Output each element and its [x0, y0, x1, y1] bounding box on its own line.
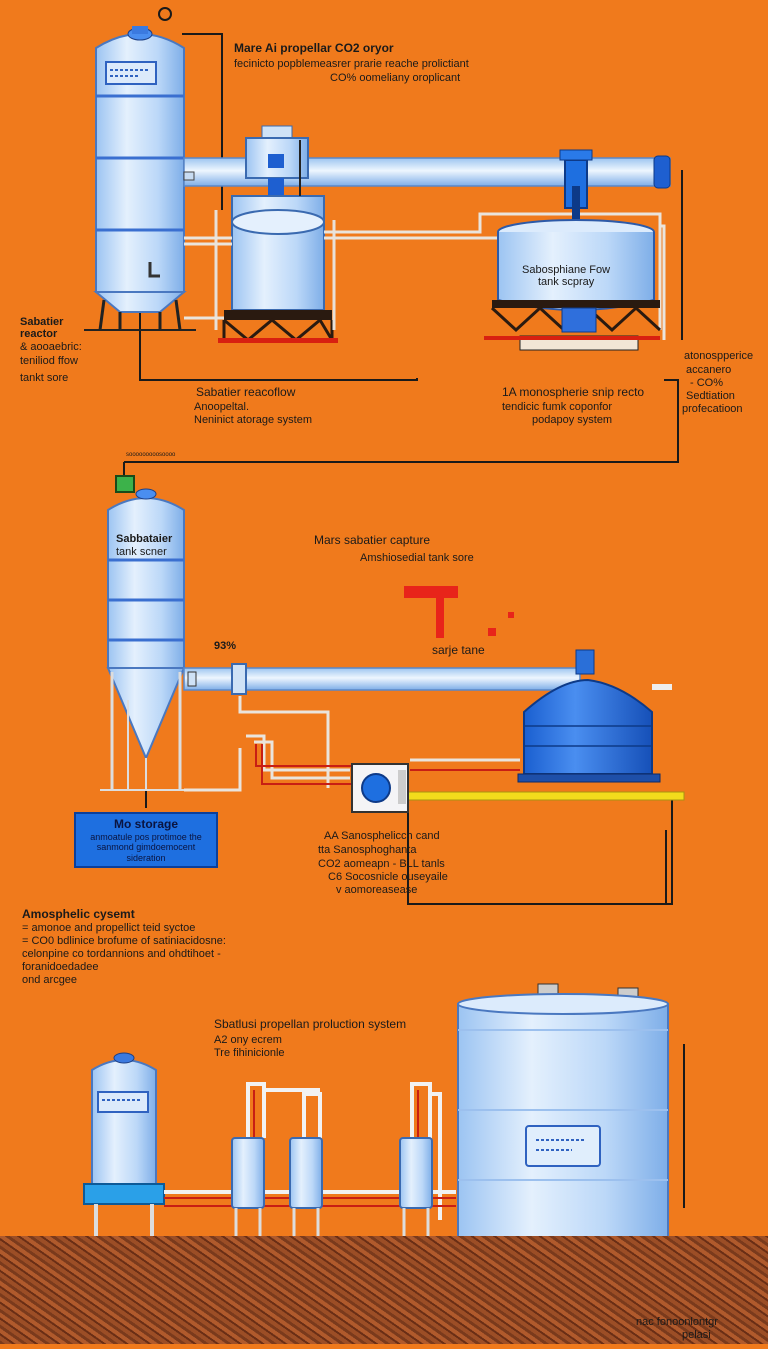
production-sub-2: Tre fihinicionle: [214, 1047, 285, 1059]
atmospheric-title: Amosphelic cysemt: [22, 907, 135, 921]
bottom-label-1: nac fonoonlontgr: [636, 1316, 718, 1328]
sabatier-reactor-vessel: [214, 125, 338, 343]
mid-transfer-pipe: [183, 649, 595, 695]
center-label-5: v aomoreasease: [336, 884, 418, 896]
left-label-3: & aooaebric:: [20, 341, 82, 353]
center-label-1: AA Sanosphelicch cand: [324, 830, 440, 842]
storage-box-line-2: sanmond gimdoemocent: [96, 842, 196, 852]
flow-tank-label-2: tank scpray: [538, 276, 595, 288]
signal-lines-mid: [123, 462, 673, 905]
production-title: Sbatlusi propellan proluction system: [214, 1017, 407, 1031]
reactor-label-2: Anoopeltal.: [194, 401, 250, 413]
tall-storage-tank-1: [84, 26, 196, 331]
top-subtitle-2: CO% oomeliany oroplicant: [330, 72, 461, 84]
right-label-2: accanero: [686, 364, 732, 376]
storage-box-line-3: sideration: [126, 853, 166, 863]
reactor-label-3: Neninict atorage system: [194, 414, 312, 426]
red-indicator: [404, 586, 514, 638]
atmospheric-line-2: = CO0 bdlinice brofume of satiniacidosne…: [22, 935, 226, 947]
atmospheric-line-4: foranidoedadee: [22, 961, 99, 973]
ground-soil: [0, 1236, 768, 1344]
valve-icon: [115, 475, 135, 493]
sabatier-flow-tank: [484, 149, 662, 351]
system-label-2: tendicic fumk coponfor: [502, 401, 613, 413]
tall-storage-tank-2: [100, 488, 192, 791]
capture-subtitle: Amshiosedial tank sore: [360, 552, 474, 564]
top-title: Mare Ai propellar CO2 oryor: [234, 41, 394, 55]
capture-title: Mars sabatier capture: [314, 533, 431, 547]
center-label-3: CO2 aomeapn - BLL tanls: [318, 858, 445, 870]
small-storage-tank-3: [83, 1052, 165, 1236]
left-label-5: tankt sore: [20, 372, 69, 384]
red-feed-pipes: [255, 744, 520, 785]
left-label-2: reactor: [20, 328, 58, 340]
capture-tank-blue: [517, 678, 672, 783]
percent-readout: 93%: [214, 640, 237, 652]
storage-box-line-1: anmoatule pos protimoe the: [90, 832, 202, 842]
atmospheric-line-3: celonpine co tordannions and ohdtihoet -: [22, 948, 221, 960]
storage-info-box: Mo storage anmoatule pos protimoe the sa…: [74, 812, 218, 868]
pump-icon: [351, 763, 409, 813]
bottom-label-2: pelasi: [682, 1329, 711, 1341]
left-label-4: teniliod ffow: [20, 355, 78, 367]
right-label-4: Sedtiation: [686, 390, 735, 402]
production-sub-1: A2 ony ecrem: [214, 1034, 282, 1046]
storage-box-title: Mo storage: [113, 817, 178, 831]
yellow-pipe: [407, 791, 685, 801]
right-label-3: - CO%: [690, 377, 723, 389]
right-label-1: atonospperice: [684, 350, 754, 362]
atmospheric-line-5: ond arcgee: [22, 974, 78, 986]
system-label-3: podapoy system: [532, 414, 613, 426]
right-label-5: profecatioon: [682, 403, 743, 415]
large-propellant-tank: [457, 983, 685, 1301]
reactor-column-3: [399, 1137, 433, 1236]
tiny-tag: sooooooooosoooo: [126, 452, 176, 458]
reactor-column-1: [231, 1137, 265, 1236]
connecting-pipes-top: [184, 212, 666, 340]
signal-lines-top: [124, 33, 683, 463]
atmospheric-line-1: = amonoe and propellict teid syctoe: [22, 922, 196, 934]
pressure-gauge-icon: [158, 7, 172, 21]
top-subtitle-1: fecinicto popblemeasrer prarie reache pr…: [234, 58, 469, 70]
small-tank-label: sarje tane: [432, 643, 485, 657]
connecting-pipes-mid: [184, 696, 520, 792]
center-label-4: C6 Socosnicle ouseyaile: [328, 871, 448, 883]
tank2-label-2: tank scner: [116, 546, 167, 558]
left-label-1: Sabatier: [20, 316, 64, 328]
flow-tank-label-1: Sabosphiane Fow: [522, 264, 611, 276]
reactor-label-1: Sabatier reacoflow: [196, 385, 296, 399]
system-label-1: 1A monospherie snip recto: [502, 385, 645, 399]
reactor-column-2: [289, 1137, 323, 1236]
center-label-2: tta Sanosphoghanta: [318, 844, 417, 856]
tank2-label-1: Sabbataier: [116, 533, 173, 545]
